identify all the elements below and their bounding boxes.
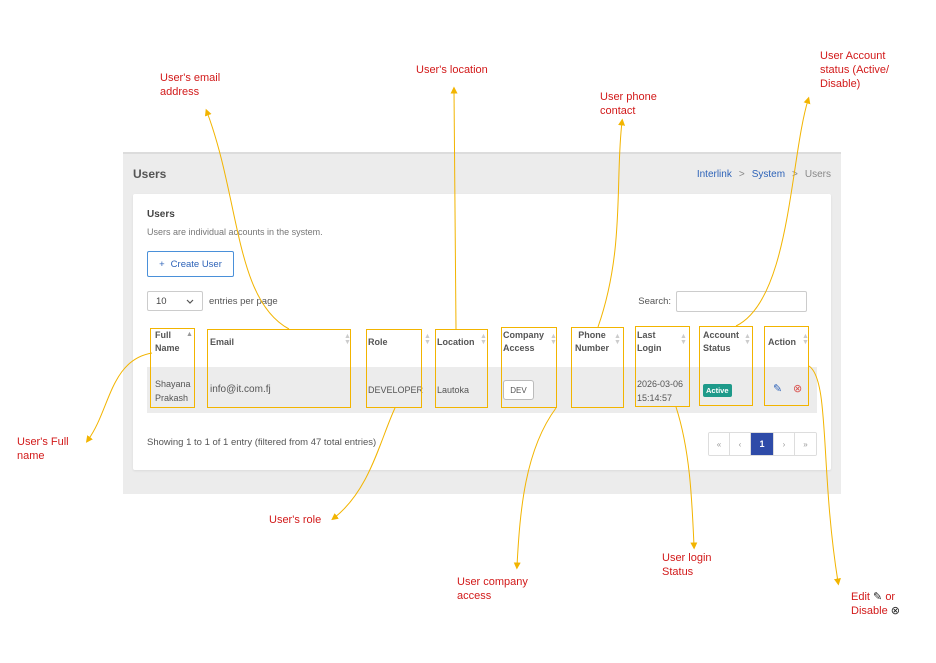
cell-location: Lautoka xyxy=(437,385,470,395)
table-header-row: Full Name ▲ Email ▲▼ Role ▲▼ Location ▲▼… xyxy=(147,326,817,367)
pagination-first[interactable]: « xyxy=(709,433,730,455)
card-title: Users xyxy=(147,209,175,220)
highlight-email xyxy=(207,329,351,408)
sort-icon: ▲▼ xyxy=(424,333,431,346)
annotation-edit-text: Edit xyxy=(851,591,870,603)
sort-icon: ▲▼ xyxy=(614,333,621,346)
annotation-last-login: User login Status xyxy=(662,552,712,578)
last-login-date: 2026-03-06 xyxy=(637,379,684,389)
circle-x-icon: ⊗ xyxy=(890,605,900,617)
full-name-first: Shayana xyxy=(155,379,191,389)
breadcrumb-separator: > xyxy=(738,169,745,180)
company-access-badge: DEV xyxy=(503,380,534,400)
highlight-company-access xyxy=(501,327,557,408)
pagination-last[interactable]: » xyxy=(795,433,816,455)
search-control: Search: xyxy=(638,291,807,312)
disable-icon[interactable]: ⊗ xyxy=(793,383,803,395)
pagination-next[interactable]: › xyxy=(774,433,795,455)
column-header-last-login[interactable]: Last Login xyxy=(637,330,662,353)
breadcrumb-interlink[interactable]: Interlink xyxy=(696,169,732,180)
table-info: Showing 1 to 1 of 1 entry (filtered from… xyxy=(147,437,377,448)
cell-email: info@it.com.fj xyxy=(210,384,271,395)
column-header-phone-number[interactable]: Phone Number xyxy=(574,330,609,353)
highlight-role xyxy=(366,329,422,408)
breadcrumb-system[interactable]: System xyxy=(751,169,786,180)
users-card: Users Users are individual accounts in t… xyxy=(133,194,831,470)
column-header-action[interactable]: Action xyxy=(768,337,796,347)
sort-icon: ▲▼ xyxy=(802,333,809,346)
pagination-current-page[interactable]: 1 xyxy=(751,433,774,455)
highlight-last-login xyxy=(635,326,690,407)
cell-role: DEVELOPER xyxy=(368,385,424,395)
highlight-action xyxy=(764,326,809,406)
column-header-account-status[interactable]: Account Status xyxy=(703,330,739,353)
status-badge: Active xyxy=(703,384,732,397)
entries-per-page-control: 10 entries per page xyxy=(147,291,278,311)
column-header-location[interactable]: Location xyxy=(437,337,475,347)
sort-asc-icon: ▲ xyxy=(186,331,193,338)
column-header-company-access[interactable]: Company Access xyxy=(503,330,545,353)
create-user-button[interactable]: + Create User xyxy=(147,251,234,277)
annotation-full-name: User's Full name xyxy=(17,436,69,462)
entries-per-page-select[interactable]: 10 xyxy=(147,291,203,311)
column-header-full-name[interactable]: Full Name xyxy=(155,330,180,353)
sort-icon: ▲▼ xyxy=(744,333,751,346)
last-login-time: 15:14:57 xyxy=(637,393,673,403)
cell-full-name: Shayana Prakash xyxy=(155,377,191,405)
page-title: Users xyxy=(133,167,167,181)
annotation-status: User Account status (Active/ Disable) xyxy=(820,50,890,90)
card-description: Users are individual accounts in the sys… xyxy=(147,227,323,237)
annotation-action: Edit ✎ or Disable ⊗ xyxy=(851,590,931,618)
breadcrumb: Interlink > System > Users xyxy=(697,169,831,180)
highlight-full-name xyxy=(150,328,195,408)
create-user-label: Create User xyxy=(170,258,222,270)
pagination: « ‹ 1 › » xyxy=(708,432,817,456)
column-header-email[interactable]: Email xyxy=(210,337,235,347)
annotation-disable-text: Disable xyxy=(851,605,888,617)
edit-icon[interactable]: ✎ xyxy=(773,383,783,395)
sort-icon: ▲▼ xyxy=(680,333,687,346)
annotation-phone: User phone contact xyxy=(600,91,657,117)
cell-last-login: 2026-03-06 15:14:57 xyxy=(637,377,683,405)
users-app-screenshot: Users Interlink > System > Users Users U… xyxy=(123,152,841,494)
highlight-phone xyxy=(571,327,624,408)
sort-icon: ▲▼ xyxy=(344,333,351,346)
breadcrumb-users: Users xyxy=(804,169,831,180)
annotation-company-access: User company access xyxy=(457,576,528,602)
annotation-location: User's location xyxy=(416,64,488,76)
breadcrumb-separator: > xyxy=(792,169,798,180)
highlight-status xyxy=(699,326,753,406)
highlight-location xyxy=(435,329,488,408)
search-label: Search: xyxy=(638,296,671,307)
annotation-email: User's email address xyxy=(160,72,221,98)
sort-icon: ▲▼ xyxy=(480,333,487,346)
column-header-role[interactable]: Role xyxy=(368,337,388,347)
pencil-icon: ✎ xyxy=(873,591,883,603)
search-input[interactable] xyxy=(676,291,807,312)
entries-per-page-value: 10 xyxy=(156,295,167,307)
pagination-previous[interactable]: ‹ xyxy=(730,433,751,455)
full-name-last: Prakash xyxy=(155,393,189,403)
annotation-or-text: or xyxy=(885,591,896,603)
entries-per-page-label: entries per page xyxy=(209,295,278,307)
plus-icon: + xyxy=(159,258,165,270)
annotation-role: User's role xyxy=(269,514,322,526)
sort-icon: ▲▼ xyxy=(550,333,557,346)
chevron-down-icon xyxy=(186,299,194,304)
